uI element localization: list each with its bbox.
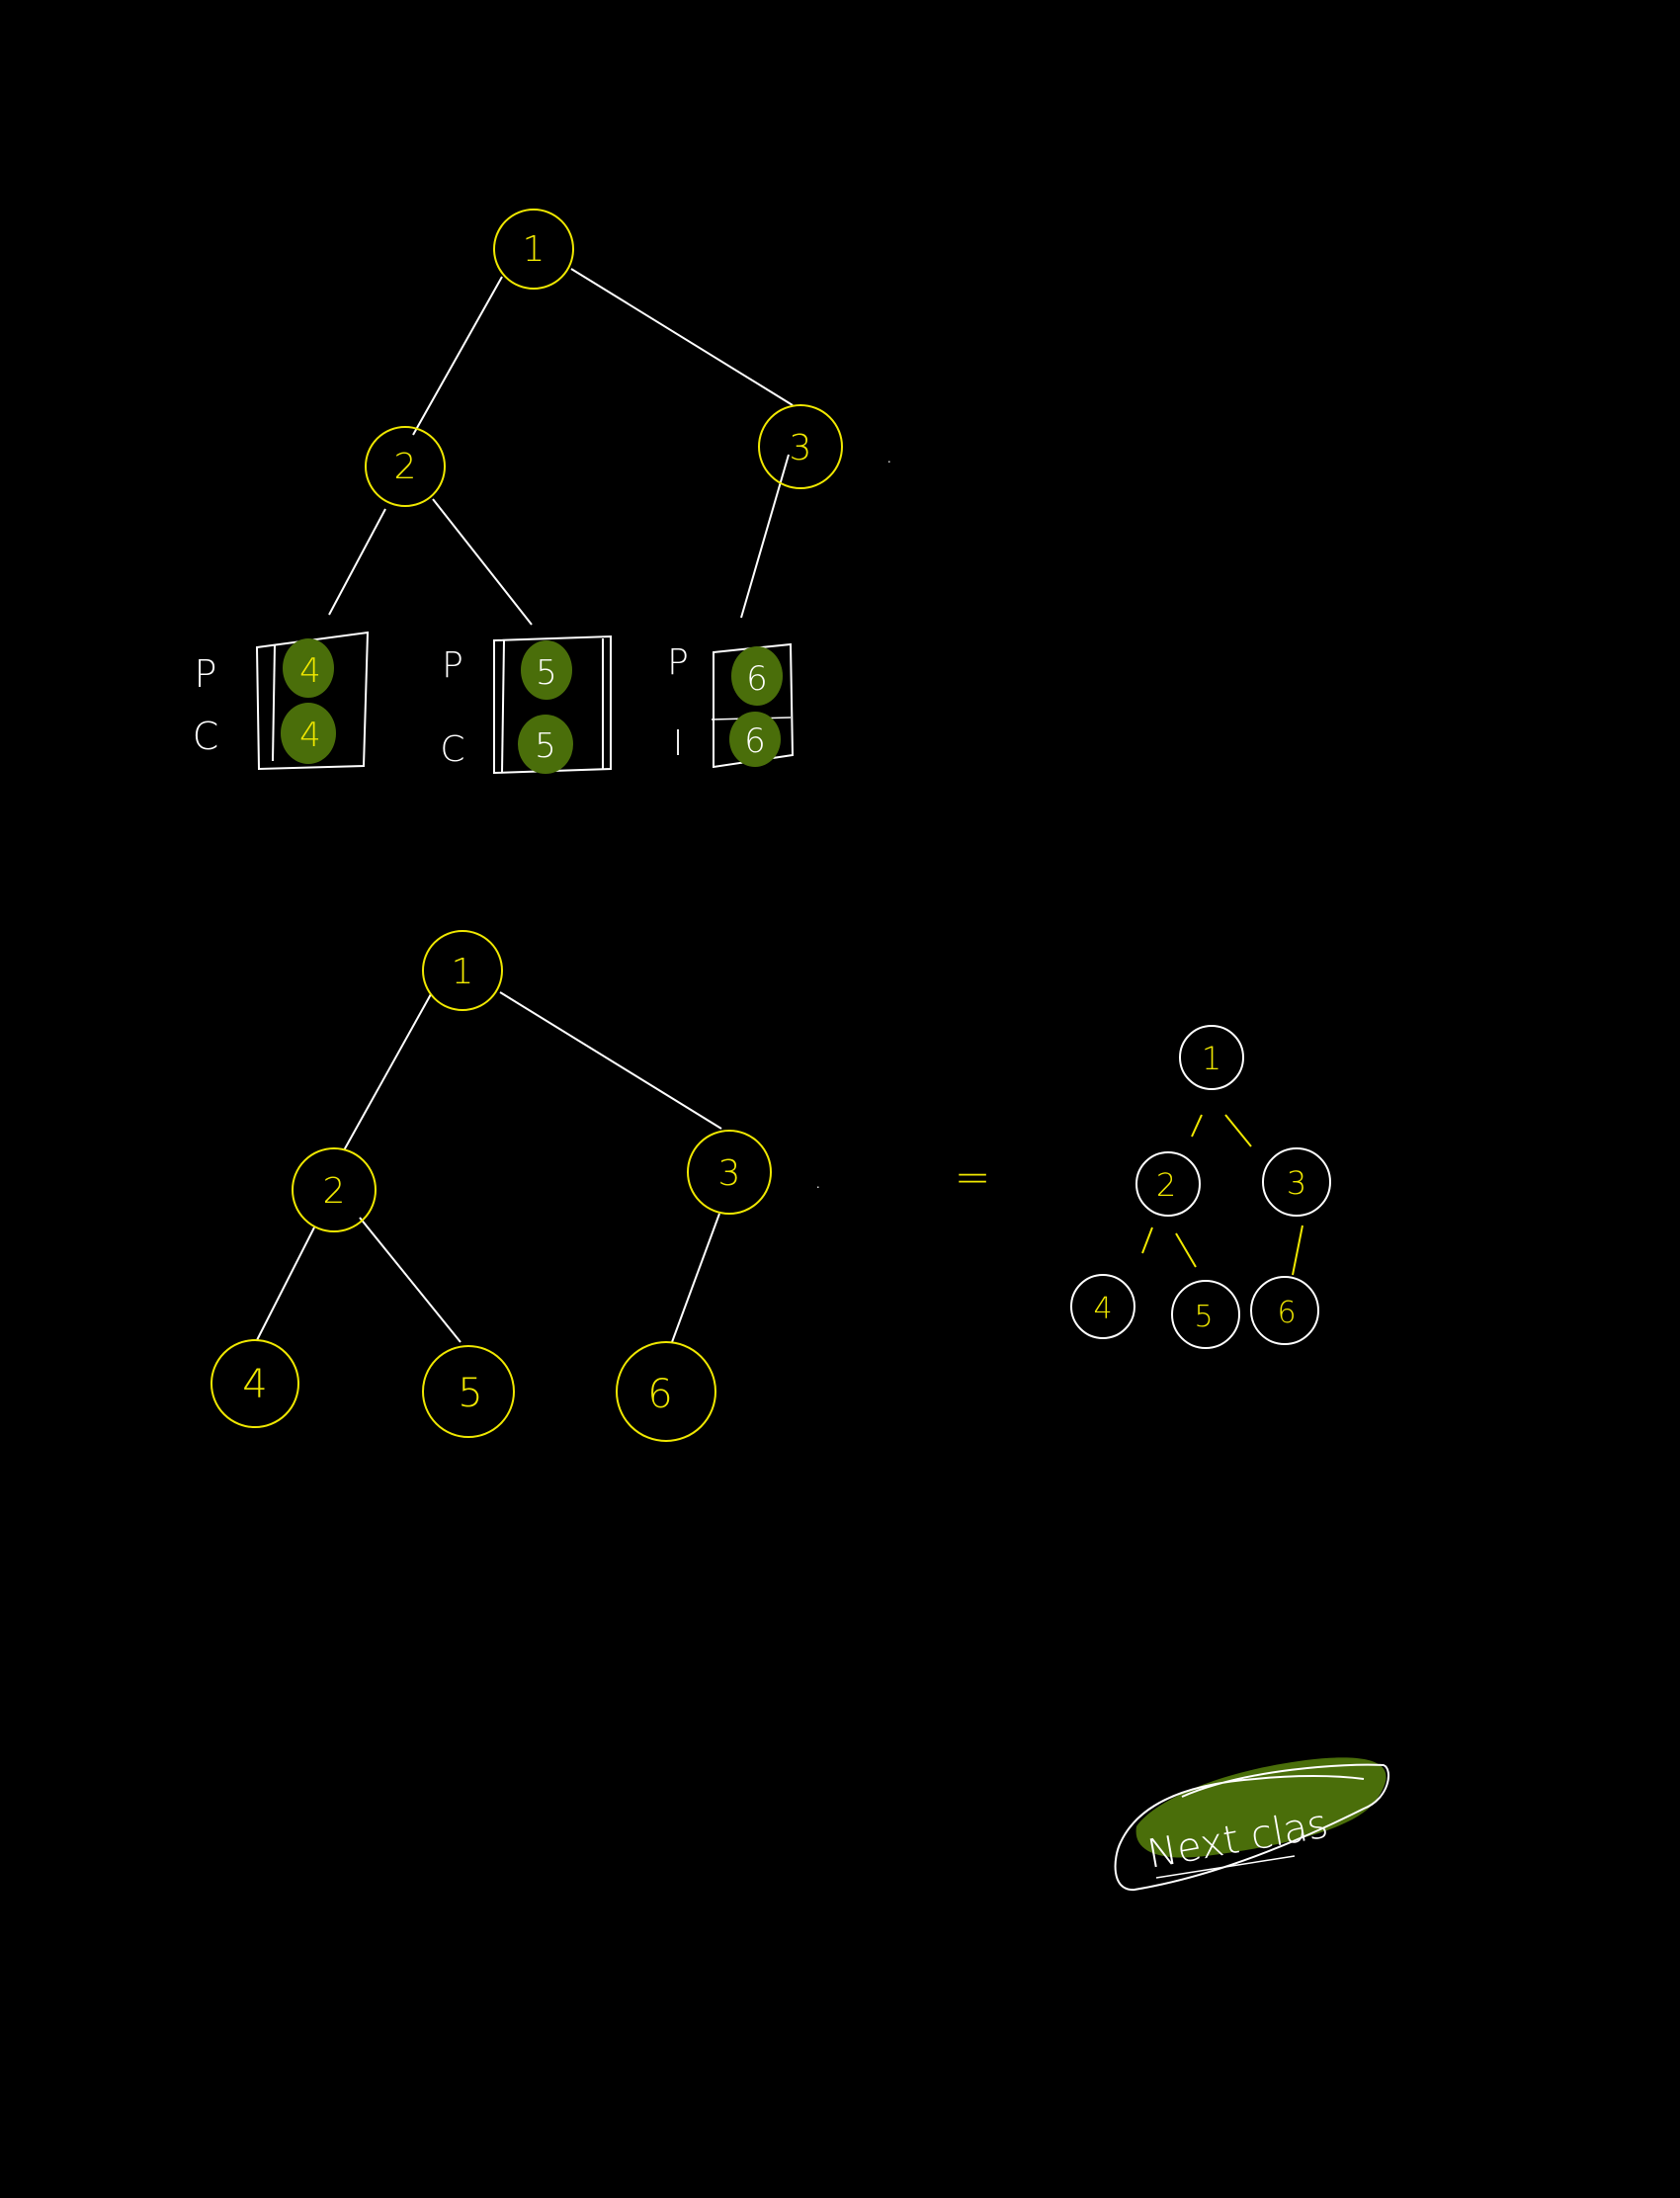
top-leaf-6-top-value: 6: [746, 659, 768, 699]
small-edge-1-3: [1224, 1114, 1252, 1147]
top-leaf-4-bottom-value: 4: [299, 716, 321, 755]
mid-node-6: 6: [616, 1341, 716, 1442]
equals-sign: =: [955, 1152, 991, 1203]
top-leaf-4-top-value: 4: [299, 651, 321, 691]
small-tree: 1 2 3 4 5 6: [1070, 1025, 1331, 1349]
mid-edge-2-4: [256, 1226, 315, 1341]
small-node-2-label: 2: [1156, 1166, 1176, 1204]
top-edge-1-2: [412, 276, 503, 436]
top-node-2: 2: [365, 426, 446, 507]
mid-edge-3-6: [671, 1213, 720, 1343]
top-leaf-5-bottom-value: 5: [535, 726, 556, 766]
middle-tree: 1 2 3 . 4 5 6: [210, 930, 822, 1442]
mid-node-6-label: 6: [647, 1372, 672, 1417]
top-node-2-label: 2: [394, 447, 417, 487]
top-leaf-4-bottom-highlight: [281, 703, 336, 764]
mid-edge-2-5: [359, 1217, 462, 1343]
top-leaf-4-c-label: C: [193, 715, 219, 758]
small-edge-2-4: [1141, 1226, 1153, 1254]
mid-dot: .: [814, 1166, 822, 1194]
next-class-note: Next clas: [1114, 1757, 1390, 1892]
top-node-1-label: 1: [523, 229, 546, 270]
small-node-6: 6: [1250, 1276, 1319, 1345]
top-leaf-4-top-highlight: [283, 638, 334, 698]
mid-node-3: 3: [687, 1130, 772, 1215]
top-leaf-5-c-label: C: [440, 729, 464, 770]
small-node-4-label: 4: [1093, 1292, 1112, 1326]
top-leaf-4-p-label: P: [195, 652, 217, 696]
mid-node-2-label: 2: [323, 1171, 346, 1212]
top-leaf-5-bottom-highlight: [518, 715, 573, 774]
top-leaf-6: P I 6 6: [667, 642, 795, 769]
mid-node-4-label: 4: [242, 1362, 267, 1407]
small-edge-2-5: [1175, 1232, 1197, 1268]
mid-node-2: 2: [292, 1147, 377, 1232]
mid-edge-1-3: [499, 991, 722, 1130]
mid-node-1: 1: [422, 930, 503, 1011]
top-edge-2-4: [328, 508, 386, 616]
top-leaf-5-top-highlight: [521, 640, 572, 700]
top-leaf-5-top-value: 5: [536, 653, 557, 693]
top-leaf-6-i-label: I: [673, 723, 684, 764]
small-node-3: 3: [1262, 1147, 1331, 1217]
top-edge-3-6: [740, 454, 790, 619]
top-leaf-4: P C 4 4: [193, 631, 370, 771]
top-leaf-5: P C 5 5: [440, 634, 612, 775]
mid-node-1-label: 1: [452, 952, 474, 992]
small-node-5: 5: [1171, 1280, 1240, 1349]
top-leaf-6-bottom-value: 6: [744, 721, 766, 761]
mid-node-3-label: 3: [718, 1153, 741, 1194]
small-node-5-label: 5: [1194, 1300, 1213, 1334]
small-node-6-label: 6: [1277, 1296, 1296, 1330]
small-node-3-label: 3: [1287, 1164, 1306, 1202]
top-edge-1-3: [570, 268, 794, 406]
top-edge-2-5: [432, 498, 533, 626]
note-highlight: [1135, 1757, 1386, 1858]
top-dot: .: [885, 441, 893, 468]
small-edge-1-2: [1191, 1114, 1203, 1138]
small-edge-3-6: [1292, 1225, 1303, 1276]
small-node-2: 2: [1135, 1151, 1201, 1217]
small-node-4: 4: [1070, 1274, 1135, 1339]
small-node-1-label: 1: [1202, 1040, 1221, 1077]
mid-node-4: 4: [210, 1339, 299, 1428]
note-loop: [1114, 1763, 1390, 1892]
top-leaf-6-p-label: P: [667, 642, 689, 683]
top-leaf-6-top-highlight: [731, 646, 783, 706]
small-node-1: 1: [1179, 1025, 1244, 1090]
mid-node-5: 5: [422, 1345, 515, 1438]
top-leaf-5-p-label: P: [442, 645, 463, 686]
note-underline: [1155, 1855, 1296, 1879]
top-leaf-6-bottom-highlight: [729, 712, 781, 767]
top-node-3-label: 3: [790, 428, 812, 468]
mid-node-5-label: 5: [458, 1371, 482, 1416]
mid-edge-1-2: [343, 993, 432, 1151]
top-node-1: 1: [493, 209, 574, 290]
top-node-3: 3: [758, 404, 843, 489]
top-tree: 1 2 3 . P C 4 4 P C: [193, 209, 893, 775]
